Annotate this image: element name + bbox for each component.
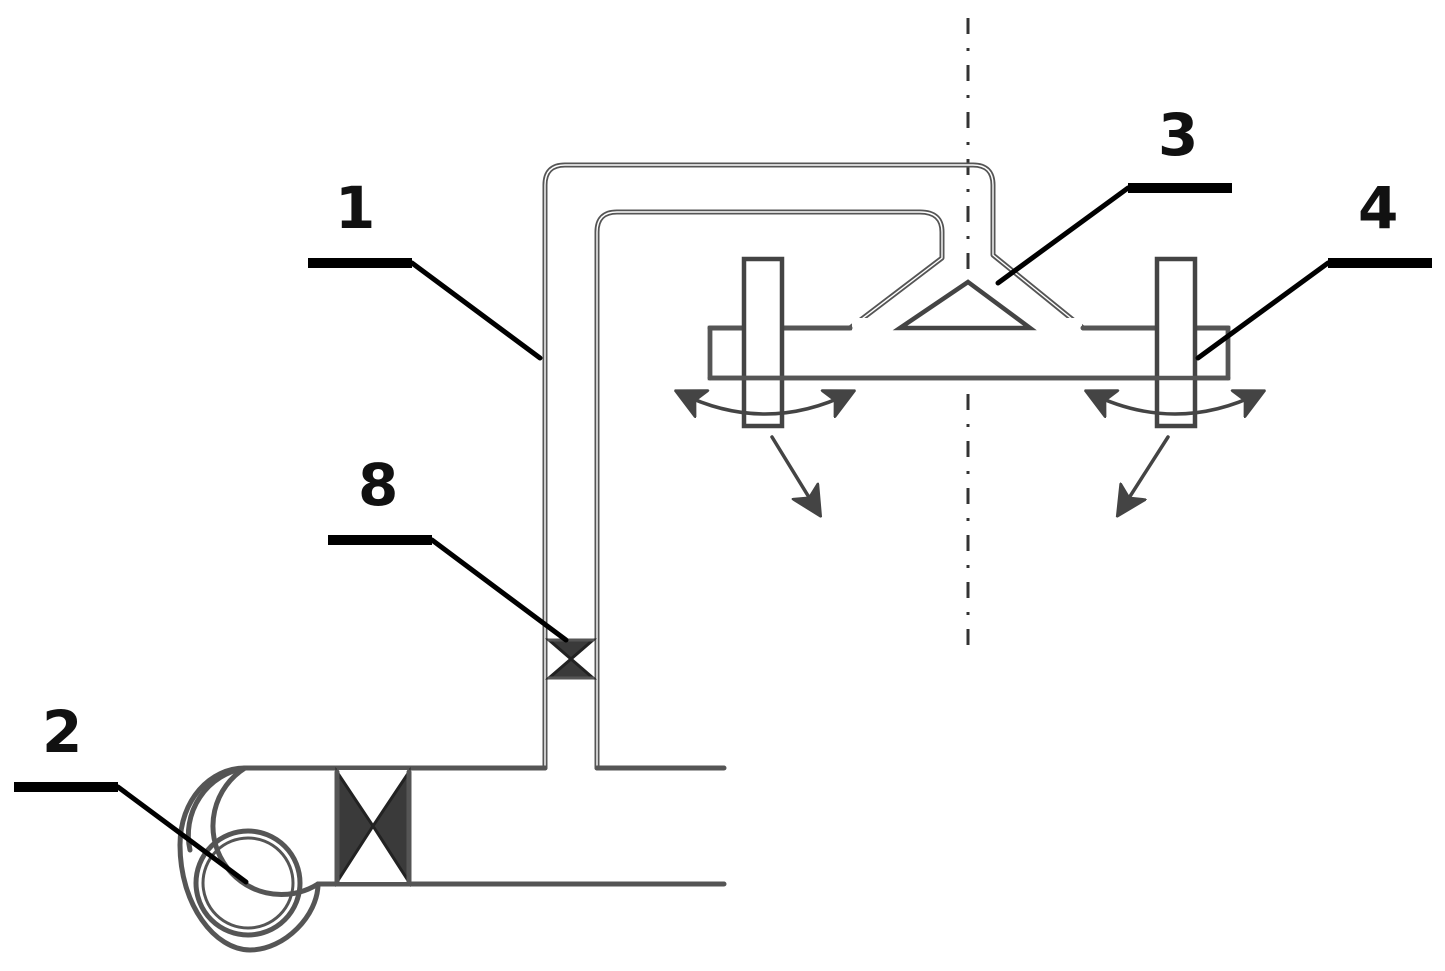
flow-arrows-right [1090,393,1260,512]
spray-arrow-left [770,435,818,512]
callout-2: 2 [14,698,249,885]
callout-1: 1 [308,174,543,361]
callout-4: 4 [1195,174,1432,361]
callout-8: 8 [328,451,569,643]
spray-arrow-right [1120,435,1170,512]
callout-label-2: 2 [42,698,82,766]
deflector-cone [892,279,1037,331]
riser-valve [544,638,598,680]
callout-label-4: 4 [1358,174,1398,242]
fan-impeller-inner-ring [201,836,295,930]
fan-impeller [193,828,303,938]
callout-label-3: 3 [1158,101,1198,169]
callout-label-1: 1 [335,174,375,242]
centrifugal-fan [177,765,321,953]
trunk-damper-valve [334,767,412,888]
flow-arrows-left [680,393,850,512]
supply-trunk [242,765,727,887]
swing-arrow-right [1090,393,1260,414]
main-duct [542,162,1086,771]
callout-3: 3 [995,101,1232,286]
swing-arrow-left [680,393,850,414]
callout-label-8: 8 [358,451,398,519]
